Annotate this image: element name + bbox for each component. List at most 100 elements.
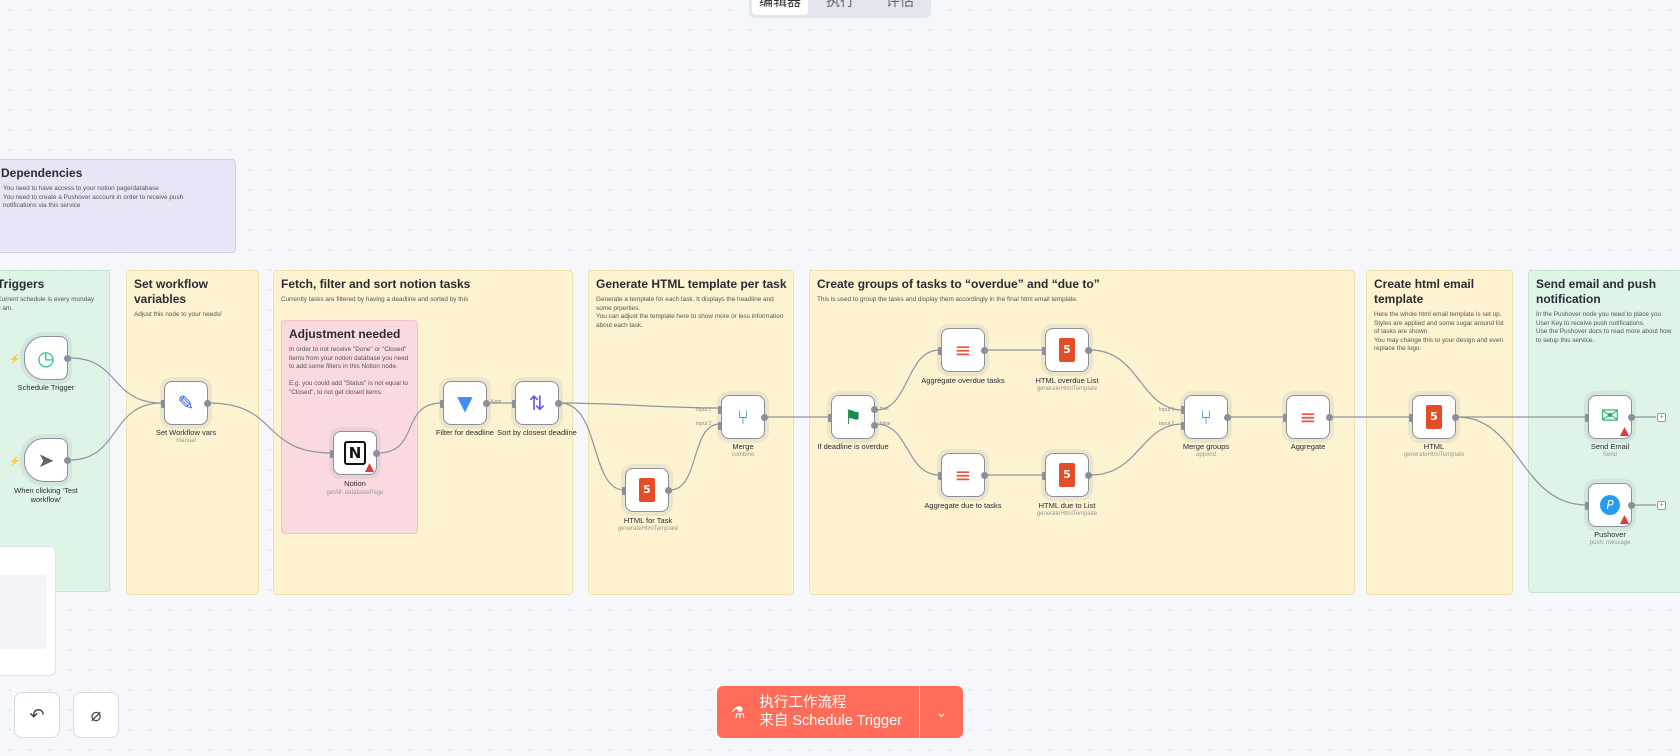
edge-label-true: true xyxy=(880,406,889,412)
output-port[interactable] xyxy=(1628,414,1635,421)
input-port[interactable] xyxy=(1283,414,1287,422)
html5-icon: 5 xyxy=(639,478,655,502)
node-label: Sort by closest deadline xyxy=(497,428,577,437)
node-schedule-trigger[interactable]: ◷ xyxy=(24,336,71,380)
node-if-overdue[interactable]: ⚑ xyxy=(828,395,878,439)
node-subtitle: Send xyxy=(1602,452,1617,458)
node-aggregate-overdue[interactable]: ≡ xyxy=(938,328,988,372)
output-port[interactable] xyxy=(981,472,988,479)
sticky-adjustment-needed[interactable]: Adjustment needed In order to not receiv… xyxy=(281,320,418,534)
pencil-icon: ✎ xyxy=(177,391,195,415)
node-aggregate[interactable]: ≡ xyxy=(1283,395,1333,439)
node-merge-groups[interactable]: ⑂ xyxy=(1181,395,1231,439)
html5-icon: 5 xyxy=(1426,405,1442,429)
sticky-dependencies[interactable]: Dependencies You need to have access to … xyxy=(0,159,236,253)
input-port[interactable] xyxy=(1181,406,1185,414)
input-port[interactable] xyxy=(938,347,942,355)
warning-icon xyxy=(1620,427,1629,436)
sticky-create-groups[interactable]: Create groups of tasks to “overdue” and … xyxy=(809,270,1355,595)
undo-icon: ↶ xyxy=(29,704,45,725)
node-subtitle: append xyxy=(1195,452,1217,458)
output-port[interactable] xyxy=(1085,347,1092,354)
trigger-bolt-icon: ⚡ xyxy=(9,456,21,466)
sticky-text: This is used to group the tasks and disp… xyxy=(817,296,1078,303)
input-port[interactable] xyxy=(622,487,626,495)
node-pushover[interactable]: P xyxy=(1585,483,1635,527)
node-html-for-task[interactable]: 5 xyxy=(622,468,672,512)
tab-executions[interactable]: 执行 xyxy=(826,0,854,9)
output-port[interactable] xyxy=(64,355,71,362)
sticky-title: Triggers xyxy=(0,277,45,291)
node-notion[interactable]: N xyxy=(330,431,380,475)
node-subtitle: manual xyxy=(176,438,196,444)
node-filter[interactable]: ▼ xyxy=(440,381,490,425)
sticky-triggers[interactable]: Triggers Current schedule is every monda… xyxy=(0,270,110,592)
clear-execution-button[interactable]: ⌀ xyxy=(73,692,119,738)
panel-preview xyxy=(0,575,47,649)
output-port[interactable] xyxy=(1628,502,1635,509)
undo-button[interactable]: ↶ xyxy=(14,692,60,738)
output-port[interactable] xyxy=(204,400,211,407)
aggregate-icon: ≡ xyxy=(954,463,972,487)
input-port[interactable] xyxy=(938,472,942,480)
output-port[interactable] xyxy=(483,400,490,407)
sticky-text: Currently tasks are filtered by having a… xyxy=(281,296,469,303)
execute-main[interactable]: ⚗ 执行工作流程 来自 Schedule Trigger xyxy=(717,686,919,738)
output-port[interactable] xyxy=(373,450,380,457)
node-set-workflow-vars[interactable]: ✎ xyxy=(161,381,211,425)
sticky-title: Adjustment needed xyxy=(289,327,401,341)
output-port-false[interactable] xyxy=(871,422,878,429)
add-node-plus-icon[interactable]: + xyxy=(1657,413,1666,422)
notion-icon: N xyxy=(343,441,367,465)
node-send-email[interactable]: ✉ xyxy=(1585,395,1635,439)
sticky-title: Fetch, filter and sort notion tasks xyxy=(281,277,471,291)
chevron-down-icon[interactable]: ⌄ xyxy=(919,686,963,738)
output-port[interactable] xyxy=(1326,414,1333,421)
input-port[interactable] xyxy=(718,406,722,414)
node-aggregate-due[interactable]: ≡ xyxy=(938,453,988,497)
edge-label-input1: Input 1 xyxy=(696,407,712,413)
output-port[interactable] xyxy=(1224,414,1231,421)
output-port[interactable] xyxy=(555,400,562,407)
output-port-true[interactable] xyxy=(871,406,878,413)
node-label: Notion xyxy=(344,479,366,488)
input-port[interactable] xyxy=(1042,472,1046,480)
input-port[interactable] xyxy=(828,414,832,422)
input-port[interactable] xyxy=(440,400,444,408)
input-port[interactable] xyxy=(1181,422,1185,430)
cursor-icon: ➤ xyxy=(37,448,55,472)
input-port[interactable] xyxy=(512,400,516,408)
input-port[interactable] xyxy=(330,450,334,458)
merge-icon: ⑂ xyxy=(1200,405,1212,429)
input-port[interactable] xyxy=(718,422,722,430)
input-port[interactable] xyxy=(161,400,165,408)
input-port[interactable] xyxy=(1585,502,1589,510)
node-html-overdue-list[interactable]: 5 xyxy=(1042,328,1092,372)
node-html[interactable]: 5 xyxy=(1409,395,1459,439)
node-label: Send Email xyxy=(1590,442,1630,451)
output-port[interactable] xyxy=(1085,472,1092,479)
input-port[interactable] xyxy=(1042,347,1046,355)
output-port[interactable] xyxy=(761,414,768,421)
output-port[interactable] xyxy=(665,487,672,494)
tab-evaluations[interactable]: 评估 xyxy=(886,0,914,9)
tab-editor[interactable]: 编辑器 xyxy=(752,0,808,15)
node-manual-trigger[interactable]: ➤ xyxy=(24,438,71,482)
sticky-text: In the Pushover node you need to place y… xyxy=(1536,311,1672,344)
node-html-due-list[interactable]: 5 xyxy=(1042,453,1092,497)
output-port[interactable] xyxy=(981,347,988,354)
node-subtitle: generateHtmlTemplate xyxy=(1036,511,1098,517)
output-port[interactable] xyxy=(1452,414,1459,421)
add-node-plus-icon[interactable]: + xyxy=(1657,501,1666,510)
execute-workflow-button[interactable]: ⚗ 执行工作流程 来自 Schedule Trigger ⌄ xyxy=(717,686,963,738)
input-port[interactable] xyxy=(1409,414,1413,422)
sticky-text: Current schedule is every monday 9 am. xyxy=(0,296,94,312)
node-merge[interactable]: ⑂ xyxy=(718,395,768,439)
execute-source: 来自 Schedule Trigger xyxy=(759,713,902,729)
input-port[interactable] xyxy=(1585,414,1589,422)
node-label: Aggregate xyxy=(1290,442,1326,451)
execute-label: 执行工作流程 xyxy=(759,695,847,711)
output-port[interactable] xyxy=(64,457,71,464)
trigger-bolt-icon: ⚡ xyxy=(9,354,21,364)
node-sort[interactable]: ⇅ xyxy=(512,381,562,425)
